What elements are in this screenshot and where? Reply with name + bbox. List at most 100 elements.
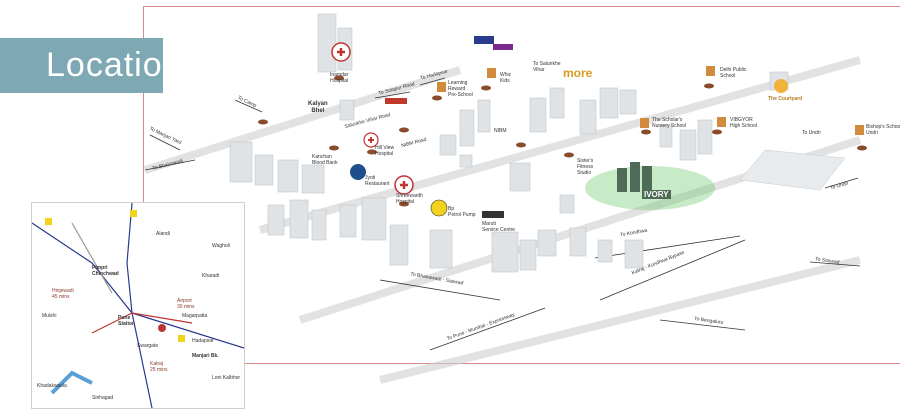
inset-mulshi: Mulshi [42, 313, 57, 319]
building [697, 119, 713, 155]
inset-hadapsar: Hadapsar [192, 338, 214, 344]
label-vibgyor: VIBGYOR High School [730, 117, 757, 129]
inset-magarpatta: Magarpatta [182, 313, 208, 319]
location-pins [258, 75, 867, 207]
road-middle [258, 56, 862, 234]
road-upper [143, 66, 462, 174]
inset-canvas [32, 203, 244, 408]
restaurant-icon [350, 164, 366, 180]
building [361, 197, 387, 241]
pin [857, 145, 867, 151]
label-petrol: Bp Petrol Pump [448, 206, 476, 218]
school-icons [437, 66, 864, 135]
arrow-solapur [374, 91, 411, 99]
label-inamdar: Inamdar Hospital [330, 72, 349, 84]
road-bottom [379, 256, 861, 384]
inset-manjari: Manjari Bk. [192, 353, 219, 359]
inset-pune-station: Pune Station [118, 315, 135, 327]
school-icon [437, 82, 446, 92]
inset-project-marker [158, 324, 166, 332]
building [277, 159, 299, 193]
building [477, 99, 491, 133]
more-logo: more [563, 66, 593, 80]
hospital-cross [337, 48, 345, 56]
school-icon [487, 68, 496, 78]
pin [399, 127, 409, 133]
pune-inset-map: Pimpri Chinchwad Pune Station Hinjewadi … [31, 202, 245, 409]
building [439, 134, 457, 156]
building [339, 99, 355, 121]
ivory-label: IVORY [642, 190, 671, 199]
building [317, 13, 337, 73]
label-nibm: NIBM [494, 128, 507, 134]
building [537, 229, 557, 257]
label-hill-view: Hill View Hospital [375, 145, 395, 157]
pin [329, 145, 339, 151]
reliance-logo [385, 98, 407, 104]
label-kalyan: Kalyan Bhel [308, 101, 328, 115]
ivory-tower [617, 168, 627, 192]
inset-road [131, 312, 244, 349]
building [549, 87, 565, 119]
ivory-tower [630, 162, 640, 192]
hospital-cross [400, 181, 408, 189]
inset-badge [178, 335, 185, 342]
arrow-saswad [809, 261, 861, 267]
building [459, 154, 473, 168]
pin [399, 201, 409, 207]
label-shreewardh: Shreewardh Hospital [396, 193, 423, 205]
building [491, 231, 519, 273]
courtyard-icon [774, 79, 788, 93]
building [429, 229, 453, 269]
label-scholars: The Scholar's Nursery School [652, 117, 687, 129]
label-learning: Learning Reward Pre-School [448, 80, 473, 98]
school-icon [717, 117, 726, 127]
label-to-undri: To Undri [802, 130, 821, 136]
arrow-kondhwa [594, 235, 741, 259]
inset-road [126, 203, 133, 314]
ivory-tower [642, 166, 652, 192]
pin [712, 129, 722, 135]
inset-kharadi: Kharadi [202, 273, 220, 279]
pin [641, 129, 651, 135]
inset-road [32, 222, 153, 408]
arrow-bengaluru [659, 319, 746, 331]
building [597, 239, 613, 263]
building [619, 89, 637, 115]
school-icon [706, 66, 715, 76]
label-to-salunkhe: To Salunkhe Vihar [533, 61, 561, 73]
direction-arrows [144, 77, 861, 351]
inset-roads [32, 203, 244, 408]
building [519, 239, 537, 271]
inset-river [50, 370, 93, 395]
building [624, 239, 644, 269]
label-maruti: Maruti Service Centre [482, 221, 516, 233]
inset-badge [130, 210, 137, 217]
building [229, 141, 253, 183]
building [311, 209, 327, 241]
label-jyoti: Jyoti Restaurant [365, 175, 390, 187]
label-kanchan: Kanchan Blood Bank [312, 154, 338, 166]
buildings [229, 13, 789, 273]
building [659, 124, 673, 148]
arrow-pune-mumbai [429, 307, 546, 351]
building [459, 109, 475, 147]
undri-plaza [739, 149, 846, 191]
inset-swargate: Swargate [137, 343, 159, 349]
ivory-project [617, 162, 652, 192]
store-logo [493, 44, 513, 50]
building [529, 97, 547, 133]
building [339, 204, 357, 238]
hospital-icon-group [331, 42, 414, 195]
building [599, 87, 619, 119]
inset-katraj: Katraj 25 mins [150, 361, 168, 373]
title-banner: Location [0, 38, 182, 93]
inset-airport: Airport 30 mins [177, 298, 195, 310]
maruti-logo [482, 211, 504, 218]
building [289, 199, 309, 239]
arrow-hadapsar [419, 77, 446, 86]
arrow-manjari [149, 134, 181, 151]
pin [334, 75, 344, 81]
school-icon [855, 125, 864, 135]
